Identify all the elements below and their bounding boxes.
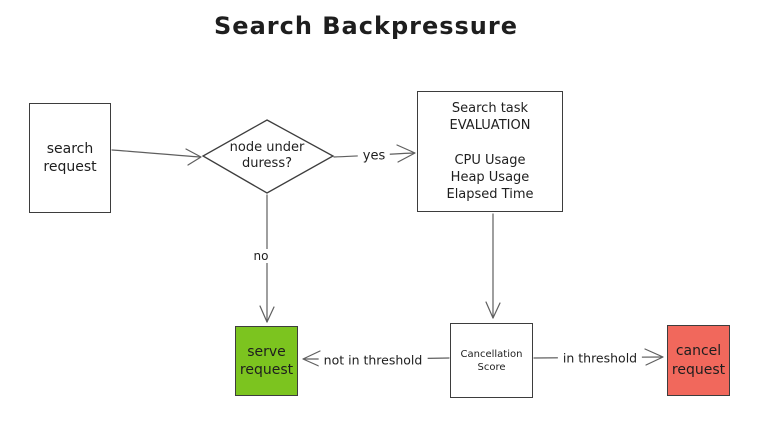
node-node-under-duress: node under duress? [229, 139, 305, 171]
node-search-request: search request [29, 103, 111, 213]
edge-label-not-in-threshold: not in threshold [318, 352, 428, 368]
edge-label-yes: yes [357, 148, 391, 164]
edge-label-in-threshold: in threshold [557, 350, 643, 366]
node-search-task-evaluation: Search task EVALUATION CPU Usage Heap Us… [417, 91, 563, 212]
arrowhead-no [259, 305, 275, 323]
diagram-title: Search Backpressure [214, 12, 518, 40]
arrowhead-yes [396, 144, 416, 163]
arrowhead-in-threshold [644, 348, 664, 366]
edge-label-no: no [248, 249, 274, 263]
node-serve-request: serve request [235, 326, 298, 396]
arrowhead-eval-to-score [485, 301, 501, 319]
arrow-search-to-duress [111, 149, 201, 158]
node-cancel-request: cancel request [667, 325, 730, 396]
node-cancellation-score: Cancellation Score [450, 323, 533, 398]
decision-diamond-shape [201, 119, 335, 194]
